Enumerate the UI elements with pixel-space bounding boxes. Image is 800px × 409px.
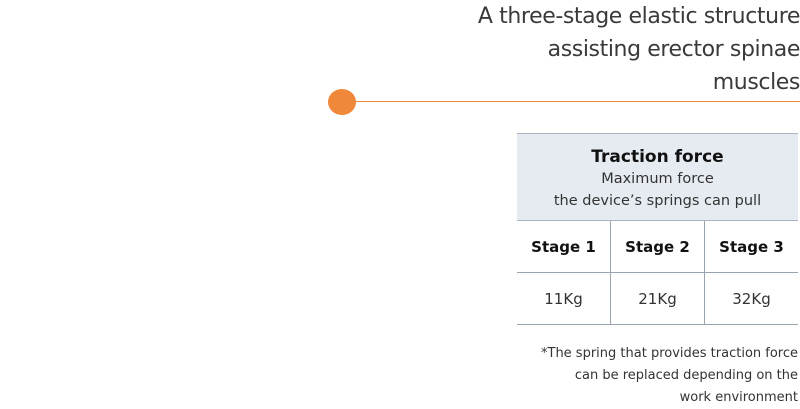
footnote-line: work environment (679, 390, 798, 405)
table-row: 11Kg 21Kg 32Kg (517, 273, 798, 325)
footnote: *The spring that provides traction force… (508, 343, 798, 409)
footnote-line: *The spring that provides traction force (541, 346, 798, 361)
table-header: Traction force Maximum force the device’… (517, 134, 798, 221)
table-subtitle-line: the device’s springs can pull (553, 193, 762, 209)
table-header-row: Stage 1 Stage 2 Stage 3 (517, 221, 798, 273)
table-title: Traction force (591, 147, 724, 167)
footnote-line: can be replaced depending on the (574, 368, 798, 383)
headline-line: A three-stage elastic structure (477, 4, 800, 29)
headline-line: assisting erector spinae (547, 37, 800, 62)
table-subtitle-line: Maximum force (601, 171, 714, 187)
headline-line: muscles (712, 70, 800, 95)
column-header-stage-3: Stage 3 (719, 237, 784, 256)
value-stage-3: 32Kg (732, 289, 771, 308)
headline: A three-stage elastic structure assistin… (440, 0, 800, 99)
value-stage-2: 21Kg (611, 273, 705, 324)
callout-dot (328, 89, 356, 115)
value-stage-1: 11Kg (517, 273, 611, 324)
column-header-stage-1: Stage 1 (517, 221, 611, 272)
column-header-stage-2: Stage 2 (611, 221, 705, 272)
traction-force-table: Traction force Maximum force the device’… (517, 133, 798, 325)
callout-connector (328, 89, 800, 115)
callout-line (354, 101, 800, 102)
